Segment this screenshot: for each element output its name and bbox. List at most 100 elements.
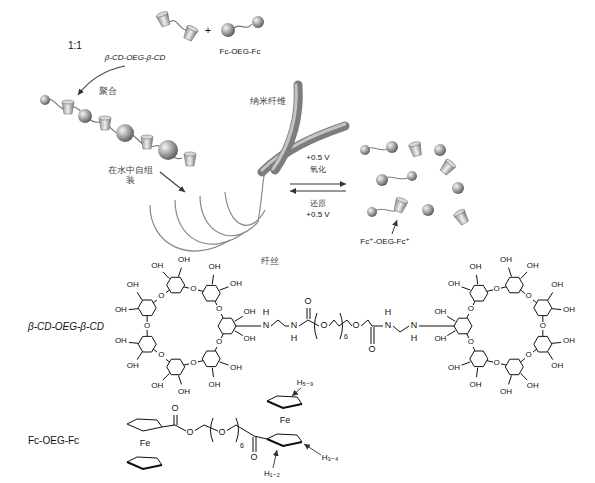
dissociated-products	[360, 141, 470, 226]
glucose-ring	[470, 285, 488, 301]
hydroxyl-bond	[462, 362, 471, 365]
atom-label: Fe	[139, 439, 152, 449]
hydroxyl-bond	[521, 373, 528, 380]
proton-pointers	[273, 388, 321, 468]
atom-label: OH	[114, 306, 128, 315]
atom-label: O	[250, 453, 259, 463]
hydroxyl-bond	[548, 352, 553, 360]
hydroxyl-bond	[552, 342, 561, 344]
atom-label: O	[186, 428, 195, 438]
figure-label: β-CD-OEG-β-CD	[28, 321, 104, 332]
oxidation-arrow	[290, 183, 346, 184]
atom-label: +	[205, 24, 211, 36]
oeg-linker-bonds	[236, 308, 454, 344]
hydroxyl-bond	[552, 308, 561, 310]
glucose-ring	[138, 300, 156, 316]
hydroxyl-bond	[235, 331, 243, 336]
atom-label: OH	[499, 388, 513, 397]
hydroxyl-bond	[477, 368, 478, 377]
hydroxyl-bond	[220, 362, 229, 365]
atom-label: OH	[469, 263, 483, 272]
figure-label: +0.5 V	[306, 211, 329, 220]
atom-label: O	[525, 351, 533, 360]
ferrocene-molecule	[127, 396, 302, 469]
figure-label: 纳米纤维	[250, 97, 286, 107]
atom-label: N	[384, 321, 393, 331]
atom-label: OH	[126, 281, 140, 290]
glucose-ring	[202, 351, 220, 367]
glucose-ring	[454, 318, 472, 334]
atom-label: OH	[447, 364, 461, 373]
atom-label: OH	[150, 262, 164, 271]
atom-label: O	[215, 338, 223, 347]
atom-label: 6	[344, 333, 348, 341]
atom-label: 6	[240, 442, 244, 450]
figure-label: 氧化	[310, 166, 326, 175]
atom-label: O	[525, 292, 533, 301]
atom-label: H	[384, 308, 393, 318]
figure-label: 还原	[310, 200, 326, 209]
atom-label: O	[352, 321, 361, 331]
glucose-ring	[505, 359, 523, 375]
atom-label: OH	[433, 335, 447, 344]
hydroxyl-bond	[163, 373, 170, 380]
atom-label: OH	[562, 306, 576, 315]
atom-label: O	[493, 285, 501, 294]
atom-label: O	[215, 305, 223, 314]
atom-label: H	[410, 334, 419, 344]
figure-label: 1:1	[68, 40, 82, 51]
figure-label: Fc-OEG-Fc	[220, 48, 261, 57]
atom-label: OH	[208, 263, 222, 272]
hydroxyl-bond	[447, 331, 455, 336]
figure-label: +0.5 V	[306, 154, 329, 163]
atom-label: H₃₋₄	[322, 454, 339, 463]
atom-label: OH	[208, 381, 222, 390]
atom-label: OH	[469, 381, 483, 390]
assembly-arrow	[160, 172, 185, 192]
fibrils	[150, 170, 265, 251]
hydroxyl-bond	[137, 292, 142, 300]
atom-label: O	[493, 359, 501, 368]
atom-label: OH	[550, 281, 564, 290]
atom-label: O	[218, 428, 227, 438]
hydroxyl-bond	[163, 272, 170, 279]
atom-label: O	[304, 297, 313, 307]
hydroxyl-bond	[462, 287, 471, 290]
glucose-ring	[470, 351, 488, 367]
atom-label: OH	[229, 364, 243, 373]
atom-label: OH	[447, 280, 461, 289]
glucose-ring	[167, 277, 185, 293]
atom-label: O	[467, 305, 475, 314]
polymer-chain	[40, 95, 196, 166]
figure-label: Fc-OEG-Fc	[28, 435, 79, 446]
atom-label: O	[157, 351, 165, 360]
figure-label: 纤丝	[261, 257, 279, 267]
glucose-ring	[534, 300, 552, 316]
hydroxyl-bond	[137, 352, 142, 360]
hydroxyl-bond	[235, 316, 243, 321]
hydroxyl-bond	[508, 268, 511, 277]
atom-label: O	[171, 404, 180, 414]
atom-label: OH	[526, 262, 540, 271]
atom-label: OH	[550, 362, 564, 371]
atom-label: OH	[229, 280, 243, 289]
atom-label: O	[157, 292, 165, 301]
atom-label: O	[189, 285, 197, 294]
atom-label: OH	[177, 388, 191, 397]
figure-label: 聚合	[99, 87, 117, 97]
glucose-ring	[505, 277, 523, 293]
atom-label: O	[143, 322, 151, 331]
atom-label: H₅₋₉	[297, 379, 313, 388]
glucose-ring	[138, 336, 156, 352]
atom-label: H₁₋₂	[264, 470, 280, 479]
atom-label: OH	[150, 382, 164, 391]
glucose-ring	[218, 318, 236, 334]
atom-label: Fe	[279, 416, 292, 426]
glucose-ring	[167, 359, 185, 375]
atom-label: N	[262, 321, 271, 331]
atom-label: O	[467, 338, 475, 347]
atom-label: H	[290, 334, 299, 344]
reduction-arrow	[290, 190, 346, 191]
